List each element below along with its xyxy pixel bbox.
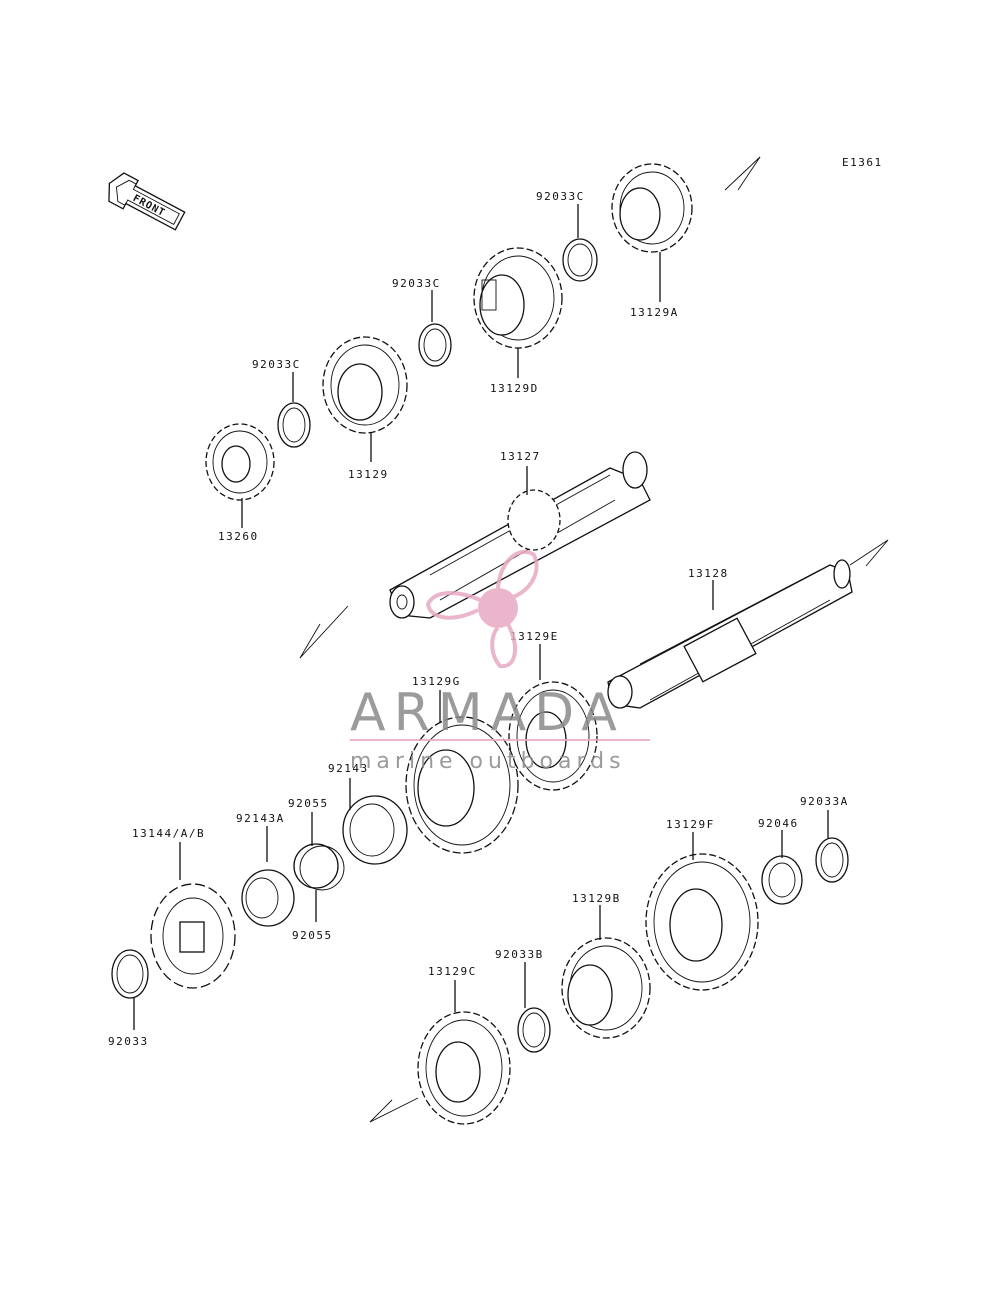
label-13129b: 13129B [572,892,621,905]
circlip-92033c-2 [418,323,452,367]
bearing-92046 [761,855,803,905]
gear-13129 [322,336,408,434]
label-92033c-1: 92033C [252,358,301,371]
gear-13260 [205,423,275,501]
shaft-13128 [607,559,853,709]
label-13129c: 13129C [428,965,477,978]
circlip-92033c-3 [562,238,598,282]
gear-13129d [473,247,563,349]
label-13129a: 13129A [630,306,679,319]
label-92033a: 92033A [800,795,849,808]
watermark-tagline: marine outboards [350,749,626,774]
o-ring-92055 [293,843,345,891]
watermark-brand: ARMADA [350,683,625,743]
front-arrow-icon: FRONT [108,172,186,231]
axis-lines [299,156,889,1123]
gear-13129a [611,163,693,253]
gear-13129c [417,1011,511,1125]
label-92143a: 92143A [236,812,285,825]
label-13128: 13128 [688,567,729,580]
gear-13129f [645,853,759,991]
label-13144: 13144/A/B [132,827,205,840]
label-13129: 13129 [348,468,389,481]
gear-13129b [561,937,651,1039]
sprocket-13144 [150,883,236,989]
label-92033: 92033 [108,1035,149,1048]
label-13129g: 13129G [412,675,461,688]
propeller-logo-icon [425,549,539,669]
collar-92143a [241,869,295,927]
label-92046: 92046 [758,817,799,830]
shaft-13127 [389,451,651,619]
label-92033c-2: 92033C [392,277,441,290]
label-13129d: 13129D [490,382,539,395]
diagram-code: E1361 [842,156,883,169]
circlip-92033c-1 [277,402,311,448]
label-13260: 13260 [218,530,259,543]
circlip-92033a [815,837,849,883]
label-92033c-3: 92033C [536,190,585,203]
circlip-92033b [517,1007,551,1053]
gear-13129g [405,716,519,854]
armada-watermark: ARMADA marine outboards [350,549,650,774]
label-92033b: 92033B [495,948,544,961]
label-13129f: 13129F [666,818,715,831]
collar-92143 [342,795,408,865]
label-92055-bottom: 92055 [292,929,333,942]
label-92143: 92143 [328,762,369,775]
label-13127: 13127 [500,450,541,463]
circlip-92033 [111,949,149,999]
label-92055-top: 92055 [288,797,329,810]
label-13129e: 13129E [510,630,559,643]
